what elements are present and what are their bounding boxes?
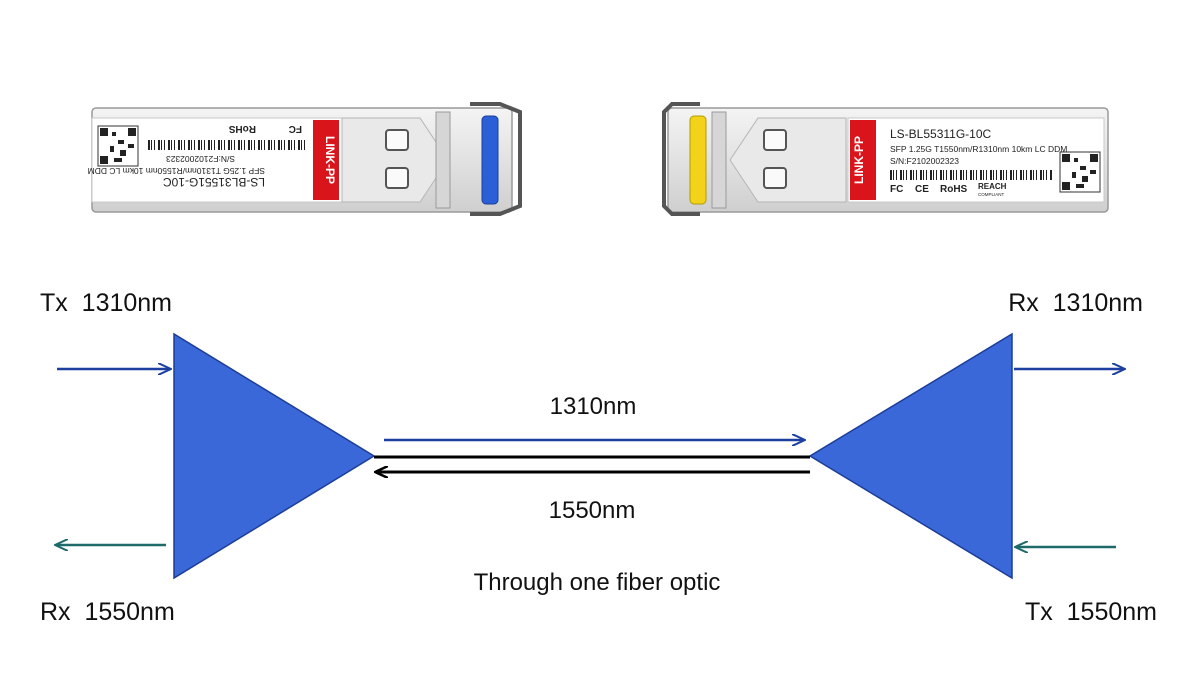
latch-right bbox=[662, 102, 707, 216]
mark-fc-right: FC bbox=[890, 184, 903, 195]
mark-reach-sub-right: COMPLIANT bbox=[978, 192, 1005, 197]
lower-wavelength-label: 1550nm bbox=[549, 497, 636, 524]
barcode-right bbox=[890, 170, 1052, 180]
sfp-module-right: LINK-PP LS-BL55311G-10C SFP 1.25G T1550n… bbox=[662, 102, 1109, 216]
qr-code-right bbox=[1059, 151, 1101, 193]
serial-right: S/N:F2102002323 bbox=[890, 156, 959, 166]
left-transceiver-triangle bbox=[173, 332, 376, 580]
mark-reach-right: REACH bbox=[978, 182, 1007, 191]
barcode-left bbox=[148, 140, 305, 150]
latch-left bbox=[470, 102, 522, 216]
spec-right: SFP 1.25G T1550nm/R1310nm 10km LC DDM bbox=[890, 144, 1067, 154]
model-left: LS-BL31551G-10C bbox=[163, 175, 265, 189]
left-rx-label: Rx 1550nm bbox=[40, 598, 175, 626]
serial-left: S/N:F2102002323 bbox=[166, 154, 235, 164]
mark-rohs-right: RoHS bbox=[940, 184, 968, 195]
qr-code-left bbox=[97, 125, 139, 167]
caption: Through one fiber optic bbox=[474, 569, 721, 596]
model-right: LS-BL55311G-10C bbox=[890, 127, 992, 141]
right-tx-label: Tx 1550nm bbox=[1025, 598, 1157, 626]
sfp-module-left: RoHS FC LS-BL31551G-10C SFP 1.25G T1310n… bbox=[88, 102, 522, 216]
upper-wavelength-label: 1310nm bbox=[550, 393, 637, 420]
spec-left: SFP 1.25G T1310nm/R1550nm 10km LC DDM bbox=[88, 166, 265, 176]
left-tx-label: Tx 1310nm bbox=[40, 289, 172, 317]
right-rx-label: Rx 1310nm bbox=[1008, 289, 1143, 317]
right-transceiver-triangle bbox=[808, 332, 1013, 580]
brand-logo-right: LINK-PP bbox=[852, 136, 866, 184]
brand-logo-left: LINK-PP bbox=[323, 136, 337, 184]
mark-rohs-left: RoHS bbox=[228, 123, 256, 134]
mark-ce-right: CE bbox=[915, 184, 929, 195]
mark-fc-left: FC bbox=[289, 123, 302, 134]
